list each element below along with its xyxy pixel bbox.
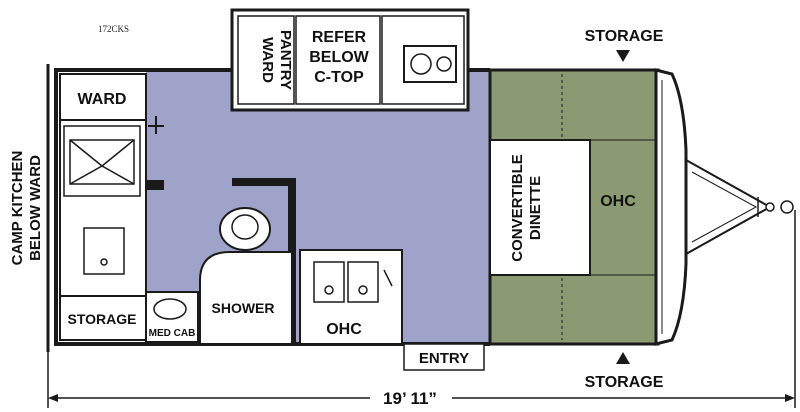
model-number: 172CKS	[98, 24, 129, 34]
ward-pantry-cabinet	[237, 15, 295, 105]
ward-pantry-label-2: PANTRY	[277, 30, 294, 90]
storage-bottom-arrow-icon	[616, 352, 630, 364]
entry-door	[403, 343, 485, 371]
camp-kitchen-griddle	[69, 165, 135, 185]
refer-label-1: REFER	[312, 29, 367, 46]
toilet-icon	[219, 207, 271, 251]
med-cab-label: MED CAB	[149, 328, 196, 339]
dimension-arrow-left-icon	[48, 394, 58, 402]
ward-pantry-label-1: WARD	[259, 37, 276, 83]
dinette-table	[489, 139, 591, 276]
dinette-label-2: DINETTE	[527, 176, 544, 240]
drain-icon	[100, 258, 108, 266]
dimension-arrow-right-icon	[785, 394, 795, 402]
wall-stub	[146, 180, 164, 190]
camp-kitchen-sink-icon	[83, 227, 125, 275]
overall-length-label: 19’ 11”	[383, 389, 437, 408]
refer-label-2: BELOW	[309, 49, 369, 66]
ohc-kitchen-label: OHC	[326, 321, 362, 338]
refer-label-3: C-TOP	[314, 69, 364, 86]
shower-label: SHOWER	[212, 300, 275, 316]
faucet-icon	[383, 269, 393, 287]
hitch-coupler-icon	[765, 202, 775, 212]
ward-label: WARD	[78, 91, 127, 108]
burner-icon	[410, 53, 432, 75]
storage-top-arrow-icon	[616, 50, 630, 62]
bath-sink-icon	[153, 298, 187, 320]
refer-cabinet	[295, 15, 381, 105]
front-wall	[654, 68, 688, 346]
dinette-label-1: CONVERTIBLE	[509, 154, 526, 262]
drain-icon	[324, 285, 334, 295]
shower-stall	[199, 251, 293, 345]
storage-top-label: STORAGE	[585, 28, 664, 45]
entry-label: ENTRY	[419, 350, 469, 367]
cooktop-counter	[381, 15, 465, 105]
camp-kitchen-griddle	[69, 139, 135, 185]
camp-kitchen-counter	[63, 125, 141, 197]
rear-storage-label: STORAGE	[68, 311, 137, 327]
cooktop-icon	[403, 45, 457, 83]
storage-bottom-label: STORAGE	[585, 374, 664, 391]
kitchen-sink-icon	[313, 261, 345, 303]
camp-kitchen-label-1: CAMP KITCHEN	[9, 151, 26, 266]
drain-icon	[358, 285, 368, 295]
kitchen-sink-icon	[347, 261, 379, 303]
toilet-bowl	[231, 214, 259, 240]
camp-kitchen-label-2: BELOW WARD	[27, 155, 44, 261]
ohc-front-label: OHC	[600, 193, 636, 210]
hitch-frame-inner	[691, 171, 758, 243]
burner-icon	[436, 56, 452, 72]
jack-icon	[780, 200, 794, 214]
